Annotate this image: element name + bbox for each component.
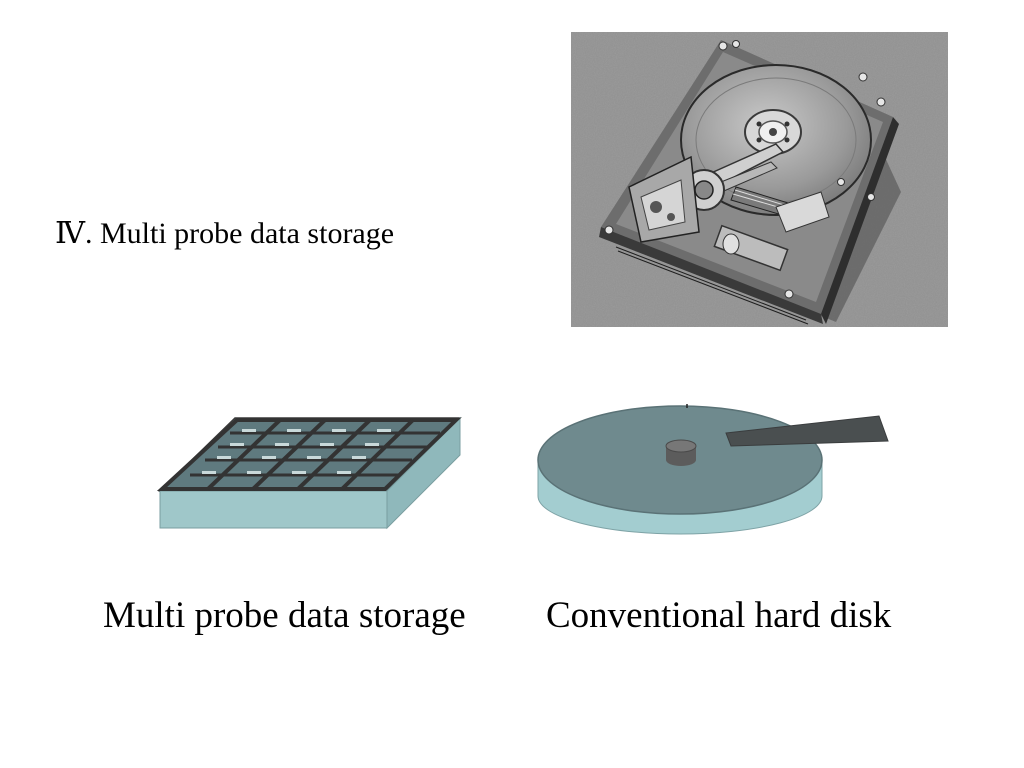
heading-text: . Multi probe data storage (84, 217, 395, 250)
hard-disk-photo (571, 32, 948, 327)
hard-disk-platter-icon (537, 404, 889, 535)
section-heading: Ⅳ. Multi probe data storage (55, 216, 394, 252)
caption-hard-disk: Conventional hard disk (546, 595, 892, 636)
multi-probe-array-icon (156, 416, 462, 530)
heading-numeral: Ⅳ (55, 217, 85, 250)
caption-multi-probe: Multi probe data storage (103, 595, 466, 636)
